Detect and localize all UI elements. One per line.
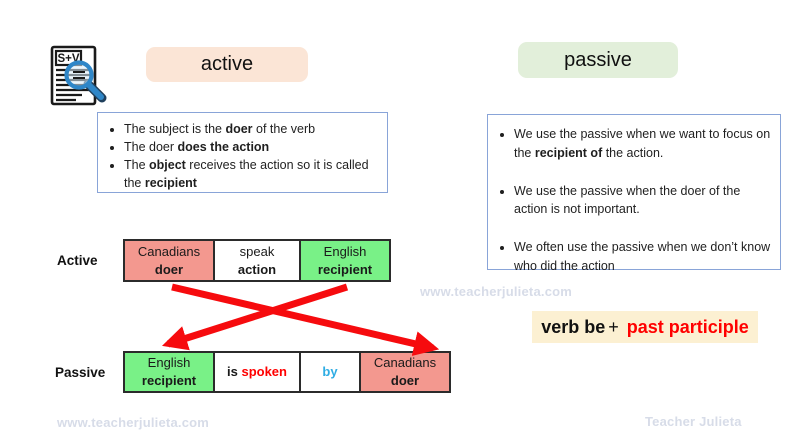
text-segment: doer: [225, 122, 253, 136]
active-notes-box: The subject is the doer of the verbThe d…: [97, 112, 388, 193]
cell-line: Canadians: [374, 354, 436, 372]
cell-line: speak: [240, 243, 275, 261]
cell-canadians-doer: Canadians doer: [123, 239, 215, 282]
bullet-item: We use the passive when we want to focus…: [514, 125, 772, 163]
passive-row-label: Passive: [55, 365, 106, 380]
text-segment: doer: [154, 261, 184, 277]
cell-line: Canadians: [138, 243, 200, 261]
text-segment: The subject is the: [124, 122, 226, 136]
passive-header: passive: [518, 42, 678, 78]
text-segment: the action.: [602, 145, 664, 160]
bullet-item: The doer does the action: [124, 138, 379, 156]
cell-canadians-doer: Canadians doer: [359, 351, 451, 393]
formula-past-participle: past participle: [626, 316, 749, 337]
cell-line: action: [238, 261, 276, 279]
cell-speak-action: speak action: [213, 239, 301, 282]
text-segment: We use the passive when we want to focus…: [514, 127, 771, 160]
cell-is-spoken: is spoken: [213, 351, 301, 393]
document-magnifier-icon: S+V: [50, 45, 107, 106]
active-header: active: [146, 47, 308, 82]
passive-formula-box: verb be + past participle: [532, 311, 758, 343]
cell-line: recipient: [142, 372, 196, 390]
text-segment: receives the action so it is called the: [124, 158, 369, 191]
text-segment: by: [322, 364, 338, 380]
text-segment: English: [147, 355, 191, 371]
site-credit: Teacher Julieta: [645, 414, 742, 429]
text-segment: recipient: [317, 261, 373, 277]
passive-notes-list: We use the passive when we want to focus…: [488, 115, 780, 282]
text-segment: Canadians: [373, 355, 437, 371]
bullet-item: The subject is the doer of the verb: [124, 120, 379, 138]
text-segment: English: [323, 243, 367, 259]
cell-line: doer: [391, 372, 419, 390]
cell-line: English: [324, 243, 367, 261]
formula-plus: +: [608, 316, 619, 337]
text-segment: doer: [390, 373, 420, 388]
active-row-label: Active: [57, 253, 98, 268]
cell-english-recipient: English recipient: [299, 239, 391, 282]
passive-notes-box: We use the passive when we want to focus…: [487, 114, 781, 273]
formula-verb-be: verb be: [541, 316, 606, 337]
bullet-item: We often use the passive when we don’t k…: [514, 238, 772, 276]
cell-by: by: [299, 351, 361, 393]
text-segment: recipient of: [534, 145, 603, 160]
text-segment: recipient: [141, 373, 197, 388]
cell-line: by: [322, 363, 337, 381]
text-segment: The doer: [124, 140, 178, 155]
text-segment: of the verb: [252, 122, 316, 136]
text-segment: object: [149, 158, 186, 173]
arrow-doer-to-passive: [171, 283, 440, 356]
active-notes-list: The subject is the doer of the verbThe d…: [98, 113, 387, 199]
arrow-recipient-to-passive: [161, 283, 349, 351]
text-segment: We use the passive when the doer of the …: [514, 183, 741, 217]
watermark-center: www.teacherjulieta.com: [420, 284, 573, 299]
cell-english-recipient: English recipient: [123, 351, 215, 393]
text-segment: recipient: [144, 176, 197, 191]
active-sentence-row: Canadians doer speak action English recipient: [123, 239, 391, 282]
watermark-bottom-left: www.teacherjulieta.com: [57, 415, 210, 430]
text-segment: spoken: [241, 364, 287, 380]
text-segment: is: [227, 364, 242, 380]
bullet-item: We use the passive when the doer of the …: [514, 182, 772, 220]
cell-line: doer: [155, 261, 183, 279]
text-segment: Canadians: [137, 243, 201, 259]
text-segment: action: [237, 261, 277, 277]
text-segment: does the action: [177, 140, 270, 155]
passive-sentence-row: English recipient is spoken by Canadians doer: [123, 351, 451, 393]
text-segment: speak: [239, 243, 275, 259]
bullet-item: The object receives the action so it is …: [124, 156, 379, 192]
text-segment: The: [124, 158, 150, 173]
text-segment: We often use the passive when we don’t k…: [514, 240, 771, 273]
cell-line: English: [148, 354, 191, 372]
cell-line: recipient: [318, 261, 372, 279]
cell-line: is spoken: [227, 363, 287, 381]
